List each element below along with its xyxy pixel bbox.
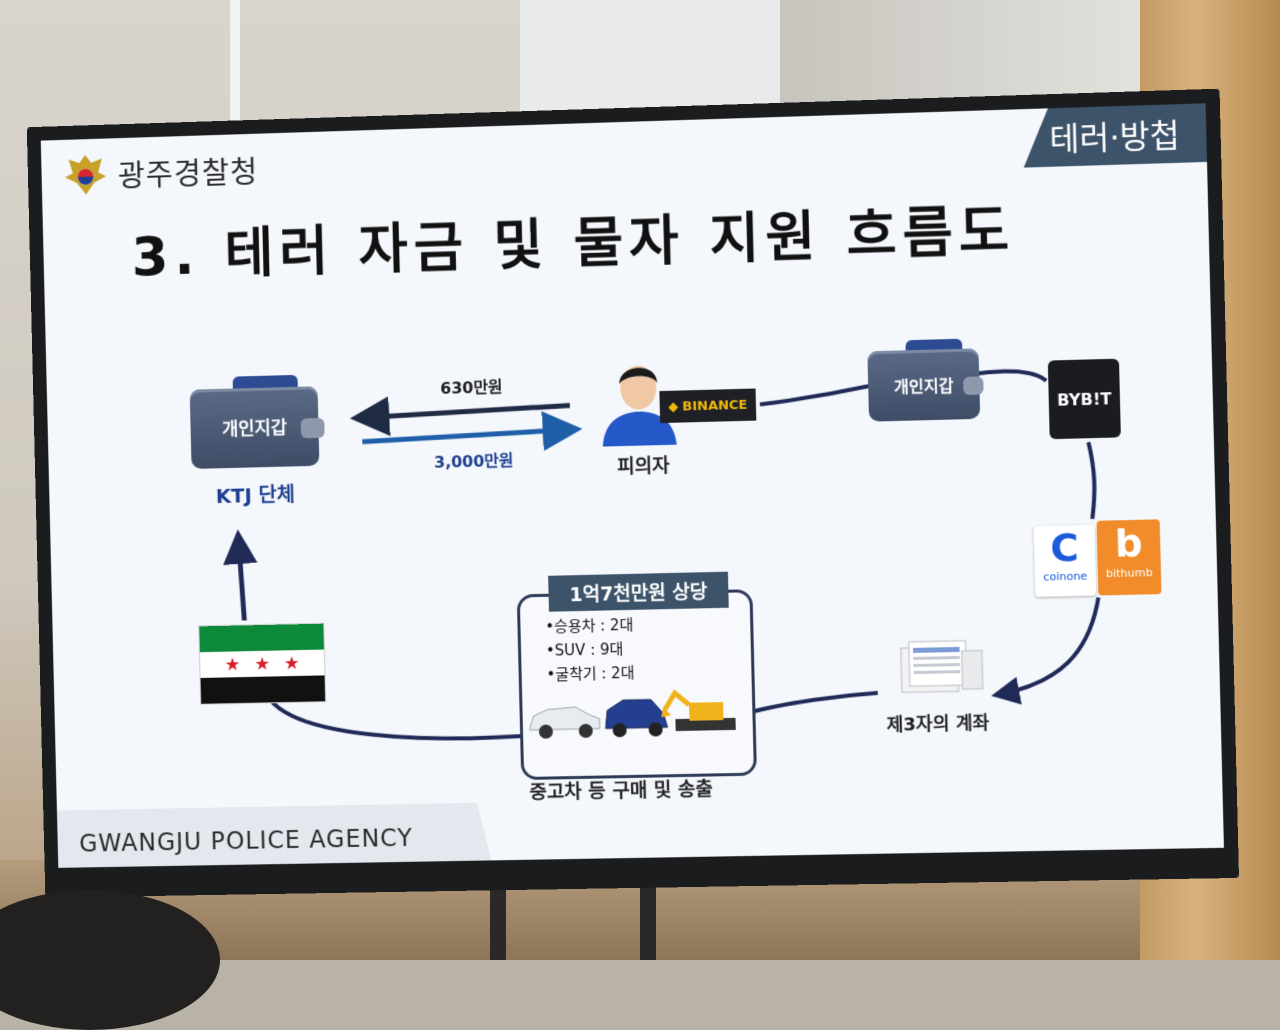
coinone-label: coinone — [1043, 569, 1088, 584]
suspect-label: 피의자 — [616, 454, 670, 479]
coinone-logo: C coinone — [1033, 524, 1097, 597]
agency-brand: 광주경찰청 — [63, 146, 259, 198]
bithumb-letter: b — [1114, 520, 1144, 566]
arrow-flag-to-ktj — [238, 539, 244, 620]
excavator-icon — [660, 688, 736, 732]
line-binance-wallet — [760, 385, 873, 404]
tv-stand-left — [490, 880, 506, 960]
star-icon: ★ — [253, 653, 271, 675]
suspect-person-icon — [603, 365, 676, 447]
footer-agency-name: GWANGJU POLICE AGENCY — [78, 823, 414, 858]
arrow-to-suspect — [362, 429, 572, 441]
wallet-label: 개인지갑 — [893, 376, 954, 397]
tv-stand-right — [640, 880, 656, 960]
list-item: •굴착기 : 2대 — [546, 663, 635, 684]
arrow-to-ktj — [360, 405, 570, 418]
bithumb-logo: b bithumb — [1096, 519, 1162, 596]
suv-icon — [605, 698, 668, 738]
binance-badge: ◆ BINANCE — [659, 388, 757, 424]
amount-630: 630만원 — [439, 377, 503, 398]
amount-3000: 3,000만원 — [433, 450, 514, 472]
vehicle-list: •승용차 : 2대 •SUV : 9대 •굴착기 : 2대 — [545, 612, 717, 688]
line-bybit-exchanges — [1088, 442, 1095, 519]
flag-stripe-green — [199, 623, 324, 653]
ktj-label: KTJ 단체 — [215, 482, 296, 509]
tv-display: 광주경찰청 테러·방첩 3. 테러 자금 및 물자 지원 흐름도 — [27, 89, 1239, 898]
wallet-label: 개인지갑 — [221, 417, 288, 441]
wallet-clasp-icon — [962, 376, 984, 396]
police-emblem-icon — [64, 154, 107, 196]
flag-stripe-black — [200, 675, 326, 704]
bybit-logo: BYB!T — [1047, 358, 1121, 440]
binance-logo-icon: ◆ — [668, 399, 679, 415]
bank-statement-icon — [899, 638, 985, 694]
third-party-account-label: 제3자의 계좌 — [886, 712, 990, 736]
purchase-export-label: 중고차 등 구매 및 송출 — [529, 778, 714, 804]
coinone-letter: C — [1049, 525, 1080, 571]
star-icon: ★ — [283, 652, 301, 674]
slide: 광주경찰청 테러·방첩 3. 테러 자금 및 물자 지원 흐름도 — [41, 103, 1224, 868]
line-exchanges-account — [997, 598, 1101, 695]
binance-label: BINANCE — [682, 397, 748, 414]
wallet-clasp-icon — [300, 417, 325, 439]
syrian-independence-flag: ★ ★ ★ — [199, 623, 326, 704]
bithumb-label: bithumb — [1105, 565, 1153, 581]
wall-strip — [230, 0, 240, 130]
list-item: •SUV : 9대 — [545, 640, 624, 660]
star-icon: ★ — [224, 653, 241, 675]
vehicles-illustration — [525, 688, 736, 739]
value-header: 1억7천만원 상당 — [548, 571, 729, 612]
flag-stripe-stars: ★ ★ ★ — [199, 649, 325, 678]
list-item: •승용차 : 2대 — [545, 615, 634, 636]
sedan-icon — [529, 707, 599, 739]
line-account-purchase — [753, 693, 878, 712]
